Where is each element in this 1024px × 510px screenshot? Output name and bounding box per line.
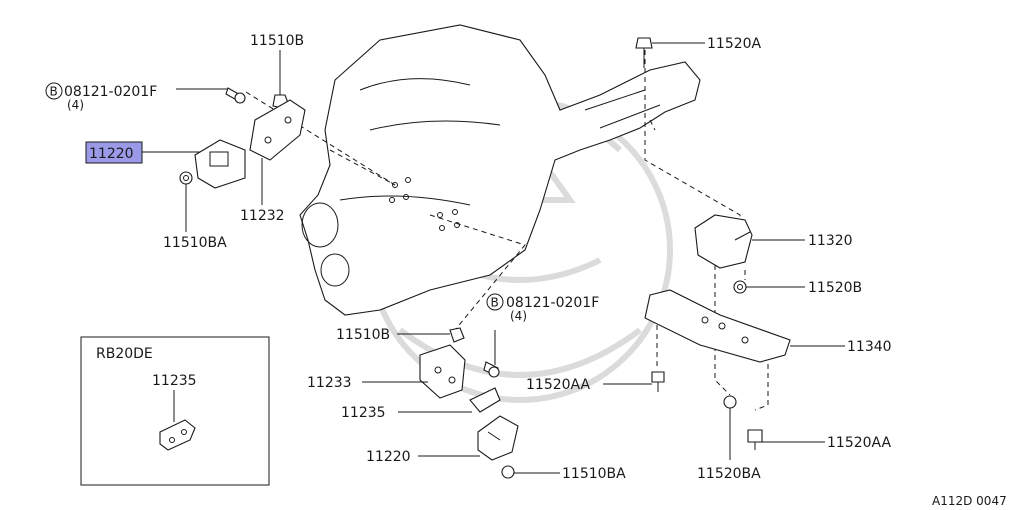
label-08121-0201f-mid: 08121-0201F — [506, 295, 599, 311]
b-circle-icon — [45, 82, 63, 100]
label-leader-lines — [142, 42, 845, 474]
label-11520a[interactable]: 11520A — [707, 36, 762, 52]
label-bolt-mid[interactable]: B 08121-0201F (4) — [486, 293, 599, 323]
label-11520aa-right[interactable]: 11520AA — [827, 435, 892, 451]
bolt-circle-letter-mid: B — [491, 296, 499, 310]
label-inset-11235[interactable]: 11235 — [152, 373, 197, 389]
label-11235[interactable]: 11235 — [341, 405, 386, 421]
inset-title: RB20DE — [96, 346, 153, 362]
b-circle-icon-mid — [486, 293, 504, 311]
highlight-box — [85, 141, 143, 164]
inset-frame — [80, 336, 270, 486]
label-11232[interactable]: 11232 — [240, 208, 285, 224]
label-11220-highlighted[interactable]: 11220 — [85, 141, 143, 164]
label-08121-0201f-top: 08121-0201F — [64, 84, 157, 100]
front-left-mount-group — [179, 87, 306, 189]
label-11520aa-left[interactable]: 11520AA — [526, 377, 591, 393]
label-11220-low[interactable]: 11220 — [366, 449, 411, 465]
label-11320[interactable]: 11320 — [808, 233, 853, 249]
front-right-mount-group — [419, 327, 519, 479]
label-11340[interactable]: 11340 — [847, 339, 892, 355]
label-11510b-top[interactable]: 11510B — [250, 33, 304, 49]
label-11510ba-left[interactable]: 11510BA — [163, 235, 227, 251]
label-11510b-mid[interactable]: 11510B — [336, 327, 390, 343]
rear-mount-group — [635, 37, 791, 450]
inset-bracket-part — [159, 419, 196, 451]
engine-transmission-assembly — [299, 24, 701, 316]
bolt-circle-letter: B — [50, 85, 58, 99]
label-qty-top: (4) — [67, 98, 84, 112]
label-11220-highlight-text: 11220 — [89, 146, 134, 162]
reference-code: A112D 0047 — [932, 494, 1007, 508]
inset-rb20de: RB20DE 11235 — [80, 336, 270, 486]
label-11520b[interactable]: 11520B — [808, 280, 862, 296]
label-11510ba-low[interactable]: 11510BA — [562, 466, 626, 482]
label-11233[interactable]: 11233 — [307, 375, 352, 391]
label-bolt-top[interactable]: B 08121-0201F (4) — [45, 82, 157, 112]
label-qty-mid: (4) — [510, 309, 527, 323]
dashed-leader-lines — [245, 50, 769, 411]
label-11520ba[interactable]: 11520BA — [697, 466, 761, 482]
part-labels: 11510B B 08121-0201F (4) 11220 11232 115… — [45, 33, 892, 482]
